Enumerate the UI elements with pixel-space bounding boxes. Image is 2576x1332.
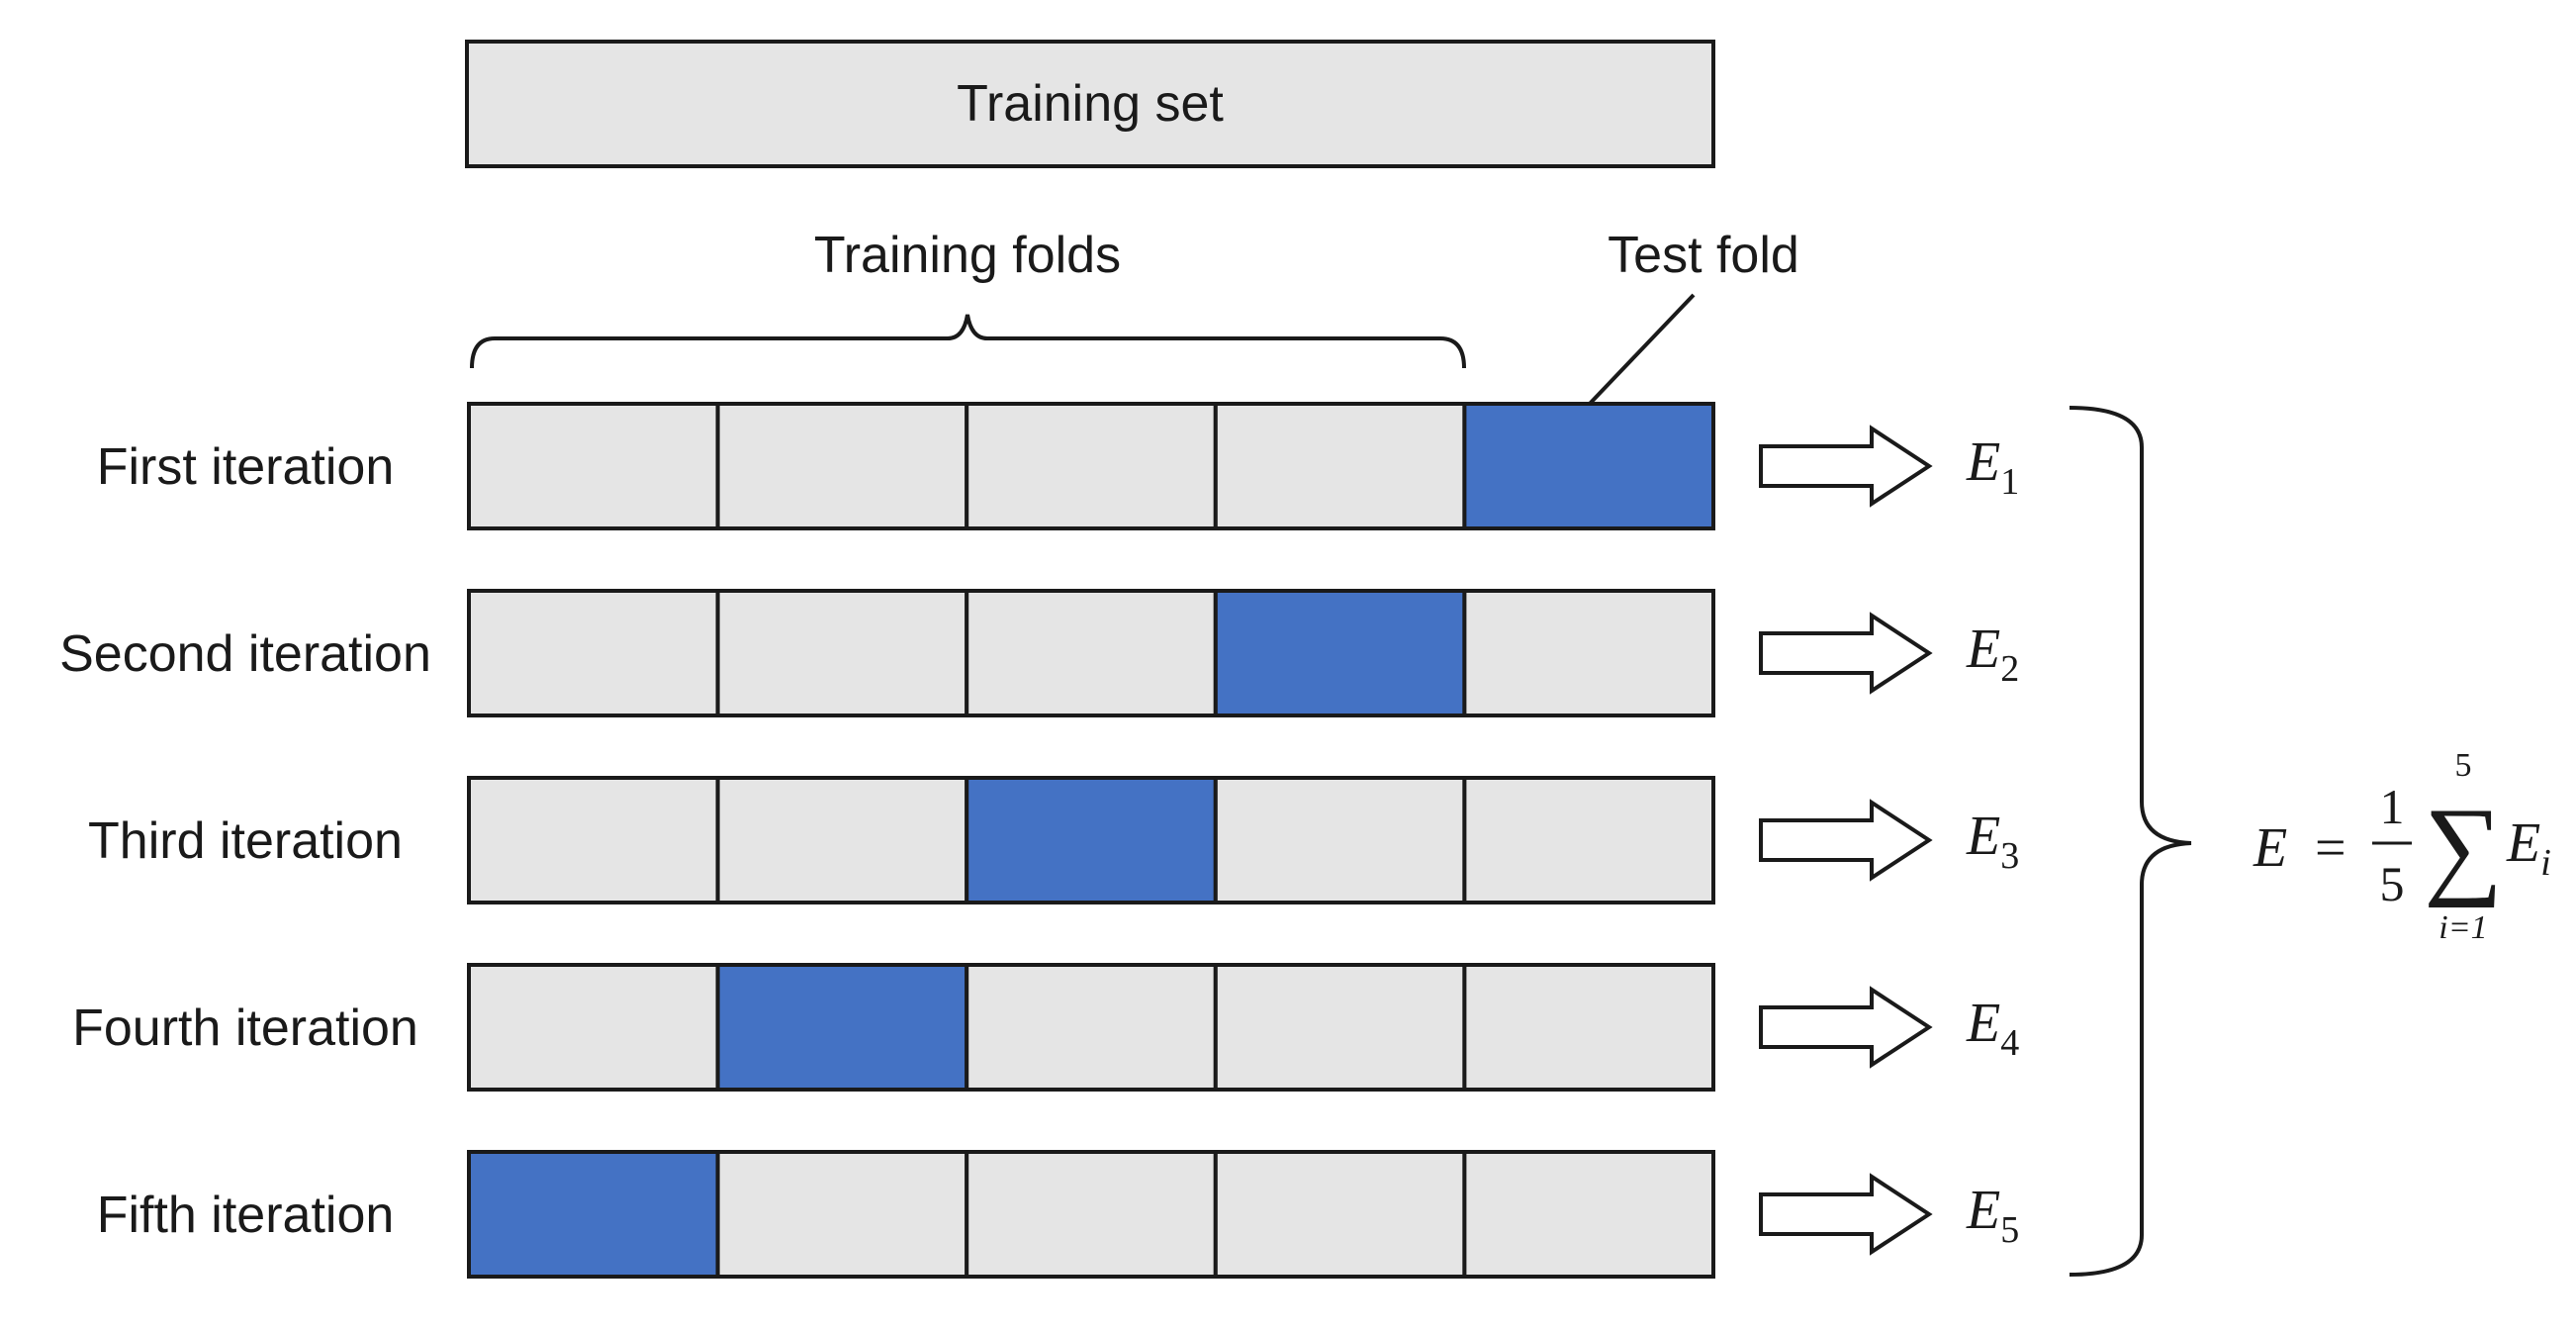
formula-term-var: E (2506, 812, 2540, 874)
iteration-error-sub: 5 (2000, 1209, 2019, 1251)
formula-lhs: E (2253, 817, 2287, 879)
test-fold (965, 776, 1218, 904)
result-arrow-icon (1759, 1173, 1933, 1256)
iteration-row: Fourth iteration E4 (72, 963, 2019, 1092)
training-fold (965, 589, 1218, 717)
iteration-error: E3 (1966, 806, 2019, 877)
training-folds-brace (470, 314, 1466, 369)
iteration-error-var: E (1966, 1180, 2000, 1241)
training-fold (1462, 589, 1716, 717)
training-set-label: Training set (957, 75, 1224, 133)
iteration-error-var: E (1966, 806, 2000, 867)
training-fold (1462, 1150, 1716, 1279)
iteration-label: Fourth iteration (72, 999, 418, 1057)
training-fold (1213, 963, 1467, 1092)
training-fold (467, 963, 720, 1092)
result-arrow-icon (1759, 425, 1933, 508)
training-fold (1213, 1150, 1467, 1279)
training-fold (1462, 963, 1716, 1092)
formula-sum-symbol: ∑ (2424, 786, 2503, 908)
iteration-row: Fifth iteration E5 (97, 1150, 2019, 1279)
iteration-label: Third iteration (88, 812, 403, 870)
iteration-error-sub: 2 (2000, 648, 2019, 690)
training-set: Training set (465, 40, 1715, 168)
iteration-error-var: E (1966, 431, 2000, 493)
training-fold (715, 402, 969, 530)
iteration-row: Second iteration E2 (59, 589, 2019, 717)
test-fold (1462, 402, 1716, 530)
test-fold (715, 963, 969, 1092)
formula-fraction-denominator: 5 (2380, 856, 2405, 911)
formula-term: Ei (2506, 812, 2551, 884)
iteration-error: E2 (1966, 618, 2019, 690)
errors-brace (2069, 406, 2192, 1277)
training-fold (1213, 776, 1467, 904)
training-fold (467, 589, 720, 717)
iteration-error: E4 (1966, 993, 2019, 1064)
training-set-box (465, 40, 1715, 168)
iteration-row: First iteration E1 (97, 402, 2019, 530)
average-error-formula: E = 1 5 5 ∑ i=1 Ei (2253, 747, 2551, 946)
iteration-label: Fifth iteration (97, 1187, 395, 1244)
iteration-label: First iteration (97, 438, 395, 496)
training-fold (965, 963, 1218, 1092)
test-fold (1213, 589, 1467, 717)
training-folds-label: Training folds (814, 227, 1121, 284)
test-fold (467, 1150, 720, 1279)
training-fold (715, 1150, 969, 1279)
formula-sum-lower: i=1 (2438, 909, 2487, 946)
result-arrow-icon (1759, 612, 1933, 695)
training-fold (715, 589, 969, 717)
iteration-error: E1 (1966, 431, 2019, 503)
formula-fraction-numerator: 1 (2380, 779, 2405, 834)
formula-sum-upper: 5 (2455, 747, 2472, 784)
training-fold (965, 1150, 1218, 1279)
formula-equals: = (2315, 817, 2346, 879)
iteration-row: Third iteration E3 (88, 776, 2019, 904)
training-fold (467, 776, 720, 904)
training-fold (1462, 776, 1716, 904)
training-fold (715, 776, 969, 904)
result-arrow-icon (1759, 986, 1933, 1069)
iteration-label: Second iteration (59, 625, 431, 683)
training-folds-annotation: Training folds (470, 227, 1466, 369)
result-arrow-icon (1759, 799, 1933, 882)
training-fold (467, 402, 720, 530)
iteration-error-sub: 4 (2000, 1022, 2019, 1064)
formula-term-sub: i (2540, 842, 2551, 884)
iteration-error-var: E (1966, 618, 2000, 680)
iteration-error-sub: 3 (2000, 835, 2019, 877)
iteration-error: E5 (1966, 1180, 2019, 1251)
iteration-error-sub: 1 (2000, 461, 2019, 503)
iteration-error-var: E (1966, 993, 2000, 1054)
test-fold-label: Test fold (1608, 227, 1799, 284)
training-fold (1213, 402, 1467, 530)
test-fold-pointer (1586, 293, 1696, 408)
training-fold (965, 402, 1218, 530)
test-fold-annotation: Test fold (1586, 227, 1799, 408)
